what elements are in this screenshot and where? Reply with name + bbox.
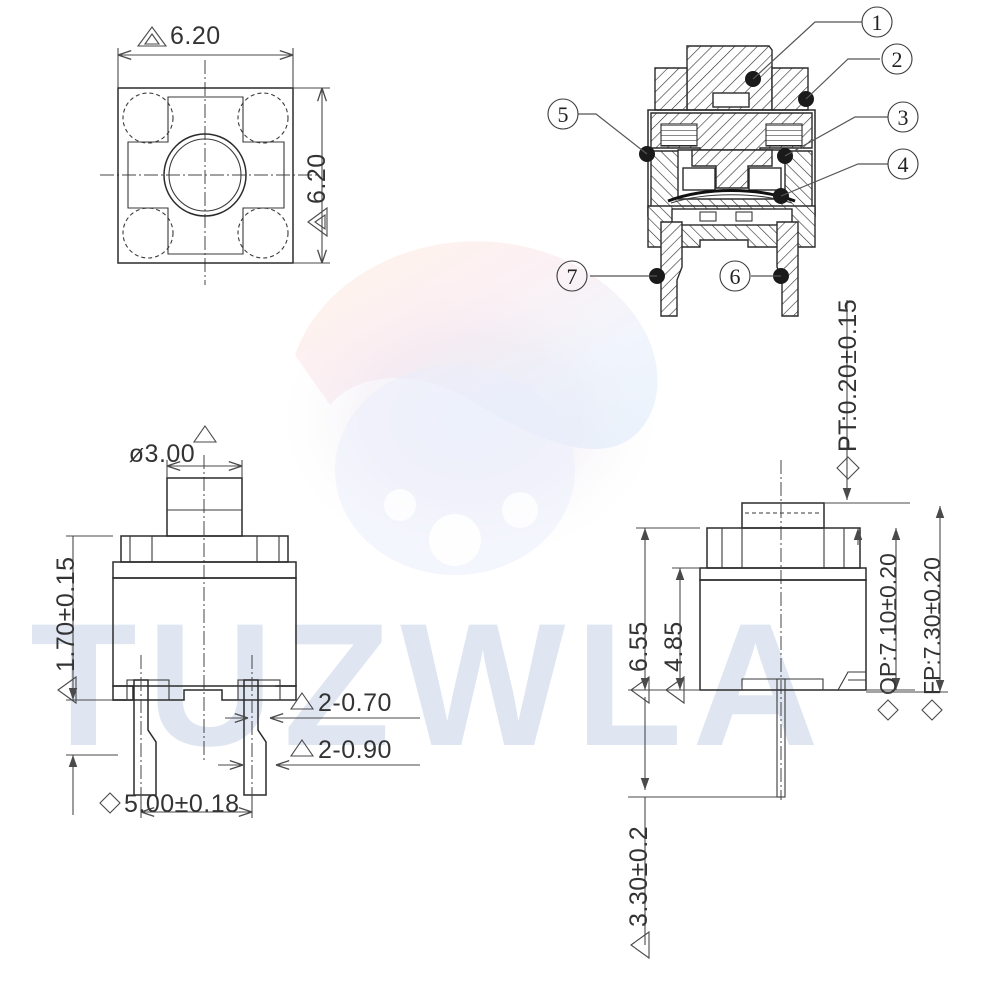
front-view-base — [112, 685, 134, 701]
section-housing-shoulder-left — [654, 67, 688, 111]
callout-6-label: 6 — [730, 264, 741, 289]
triangle-symbol-icon — [289, 739, 315, 757]
top-view-corner-circle-br — [237, 207, 289, 259]
side-view-housing-lip — [699, 567, 867, 581]
callout-3-label: 3 — [898, 105, 909, 130]
side-view-terminal — [776, 678, 786, 798]
section-actuator-stem — [691, 149, 773, 189]
section-plunger-slot — [712, 92, 750, 108]
dim-top-height: 6.20 — [293, 87, 331, 264]
callout-7: 7 — [556, 260, 588, 292]
callout-leader-2 — [805, 58, 880, 100]
front-view-base-profile — [112, 685, 297, 701]
dim-free-position-label: FP:7.30±0.20 — [919, 557, 945, 695]
section-contact-block-left — [682, 167, 716, 191]
dim-top-width: 6.20 — [117, 22, 294, 88]
dim-lead-pitch: 5.00±0.18 — [66, 754, 253, 818]
top-view-corner-circle-bl — [122, 207, 174, 259]
dim-free-position: FP:7.30±0.20 — [866, 506, 948, 721]
callout-1-label: 1 — [872, 10, 883, 35]
diamond-symbol-icon — [99, 792, 121, 814]
triangle-symbol-icon — [192, 425, 218, 443]
side-view-base-chamfer — [837, 671, 866, 691]
section-terminal-right — [776, 221, 799, 317]
section-base-cavity — [671, 208, 793, 226]
side-view-base-slot — [741, 678, 824, 690]
diamond-symbol-icon — [921, 699, 943, 721]
diamond-symbol-icon — [836, 456, 860, 480]
section-base-notch — [699, 211, 717, 222]
diamond-symbol-icon — [877, 699, 899, 721]
section-rib-right — [765, 123, 803, 147]
front-view: ø3.00 1.70±0.15 2-0.70 2-0.90 — [52, 425, 420, 818]
dim-lead-thickness: 2-0.70 — [225, 689, 420, 724]
front-view-notch-left — [129, 535, 153, 563]
dim-body-height: 4.85 — [660, 567, 700, 705]
callout-2: 2 — [881, 43, 913, 75]
section-terminal-left — [660, 221, 683, 317]
callout-2-label: 2 — [892, 47, 903, 72]
top-view-corner-circle-tr — [237, 92, 289, 144]
section-view: 1 2 3 4 5 6 7 — [547, 6, 919, 317]
dim-top-width-label: 6.20 — [170, 22, 221, 50]
callout-leader-3 — [784, 116, 888, 157]
callout-6: 6 — [719, 260, 751, 292]
dim-top-height-label: 6.20 — [303, 153, 331, 204]
callout-4: 4 — [887, 148, 919, 180]
triangle-symbol-icon — [630, 930, 650, 960]
dim-operating-point-label: OP:7.10±0.20 — [875, 553, 901, 695]
callout-1: 1 — [861, 6, 893, 38]
dim-travel: PT:0.20±0.15 — [824, 299, 910, 545]
side-view-plunger — [741, 502, 825, 529]
dim-plunger-dia-label: ø3.00 — [129, 440, 195, 468]
top-view-plunger-inner — [168, 138, 242, 212]
callout-leader-5 — [578, 113, 648, 155]
dim-body-height-label: 4.85 — [660, 621, 688, 672]
dim-lead-width-label: 2-0.90 — [318, 736, 392, 764]
side-view-notch-left — [721, 527, 743, 569]
front-view-body — [112, 577, 297, 687]
front-view-terminal-shoulder-right — [237, 679, 281, 701]
dim-body-total-height-label: 6.55 — [625, 621, 653, 672]
top-view: 6.20 6.20 — [100, 22, 331, 285]
dim-plunger-dia: ø3.00 — [129, 425, 243, 478]
callout-leader-4 — [780, 163, 888, 197]
triangle-symbol-icon — [307, 206, 328, 238]
triangle-symbol-icon — [289, 692, 315, 710]
callout-leader-1 — [752, 21, 862, 80]
dim-lead-pitch-label: 5.00±0.18 — [124, 790, 240, 818]
top-view-cross-outline — [127, 96, 285, 255]
side-view-notch-right — [823, 527, 845, 569]
dim-stem-height: 1.70±0.15 — [52, 535, 113, 705]
dim-lead-length-label: 3.30±0.2 — [625, 826, 653, 927]
dim-lead-length: 3.30±0.2 — [625, 689, 777, 960]
section-base-notch-2 — [735, 211, 753, 222]
callout-5-label: 5 — [558, 102, 569, 127]
dim-stem-height-label: 1.70±0.15 — [52, 556, 80, 672]
top-view-body-outline — [117, 87, 294, 264]
dim-operating-point: OP:7.10±0.20 — [866, 528, 915, 721]
dim-body-total-height: 6.55 — [625, 527, 700, 705]
top-view-plunger-outer — [163, 133, 247, 217]
callout-3: 3 — [887, 101, 919, 133]
dim-travel-label: PT:0.20±0.15 — [834, 299, 862, 452]
section-contact-block-right — [748, 167, 782, 191]
front-view-notch-right — [256, 535, 280, 563]
triangle-symbol-icon — [57, 675, 77, 705]
callout-4-label: 4 — [898, 152, 909, 177]
triangle-symbol-icon — [136, 26, 168, 47]
callout-7-label: 7 — [567, 264, 578, 289]
dim-lead-width: 2-0.90 — [218, 736, 420, 771]
side-view-body — [699, 579, 867, 691]
side-view: PT:0.20±0.15 OP:7.10±0.20 FP:7.30±0.20 — [625, 299, 948, 960]
front-view-terminal-right — [243, 679, 267, 796]
side-view-housing-top — [706, 527, 861, 569]
dim-lead-thickness-label: 2-0.70 — [318, 689, 392, 717]
top-view-corner-circle-tl — [122, 92, 174, 144]
front-view-terminal-left — [133, 679, 157, 796]
section-rib-left — [660, 123, 698, 147]
callout-5: 5 — [547, 98, 579, 130]
